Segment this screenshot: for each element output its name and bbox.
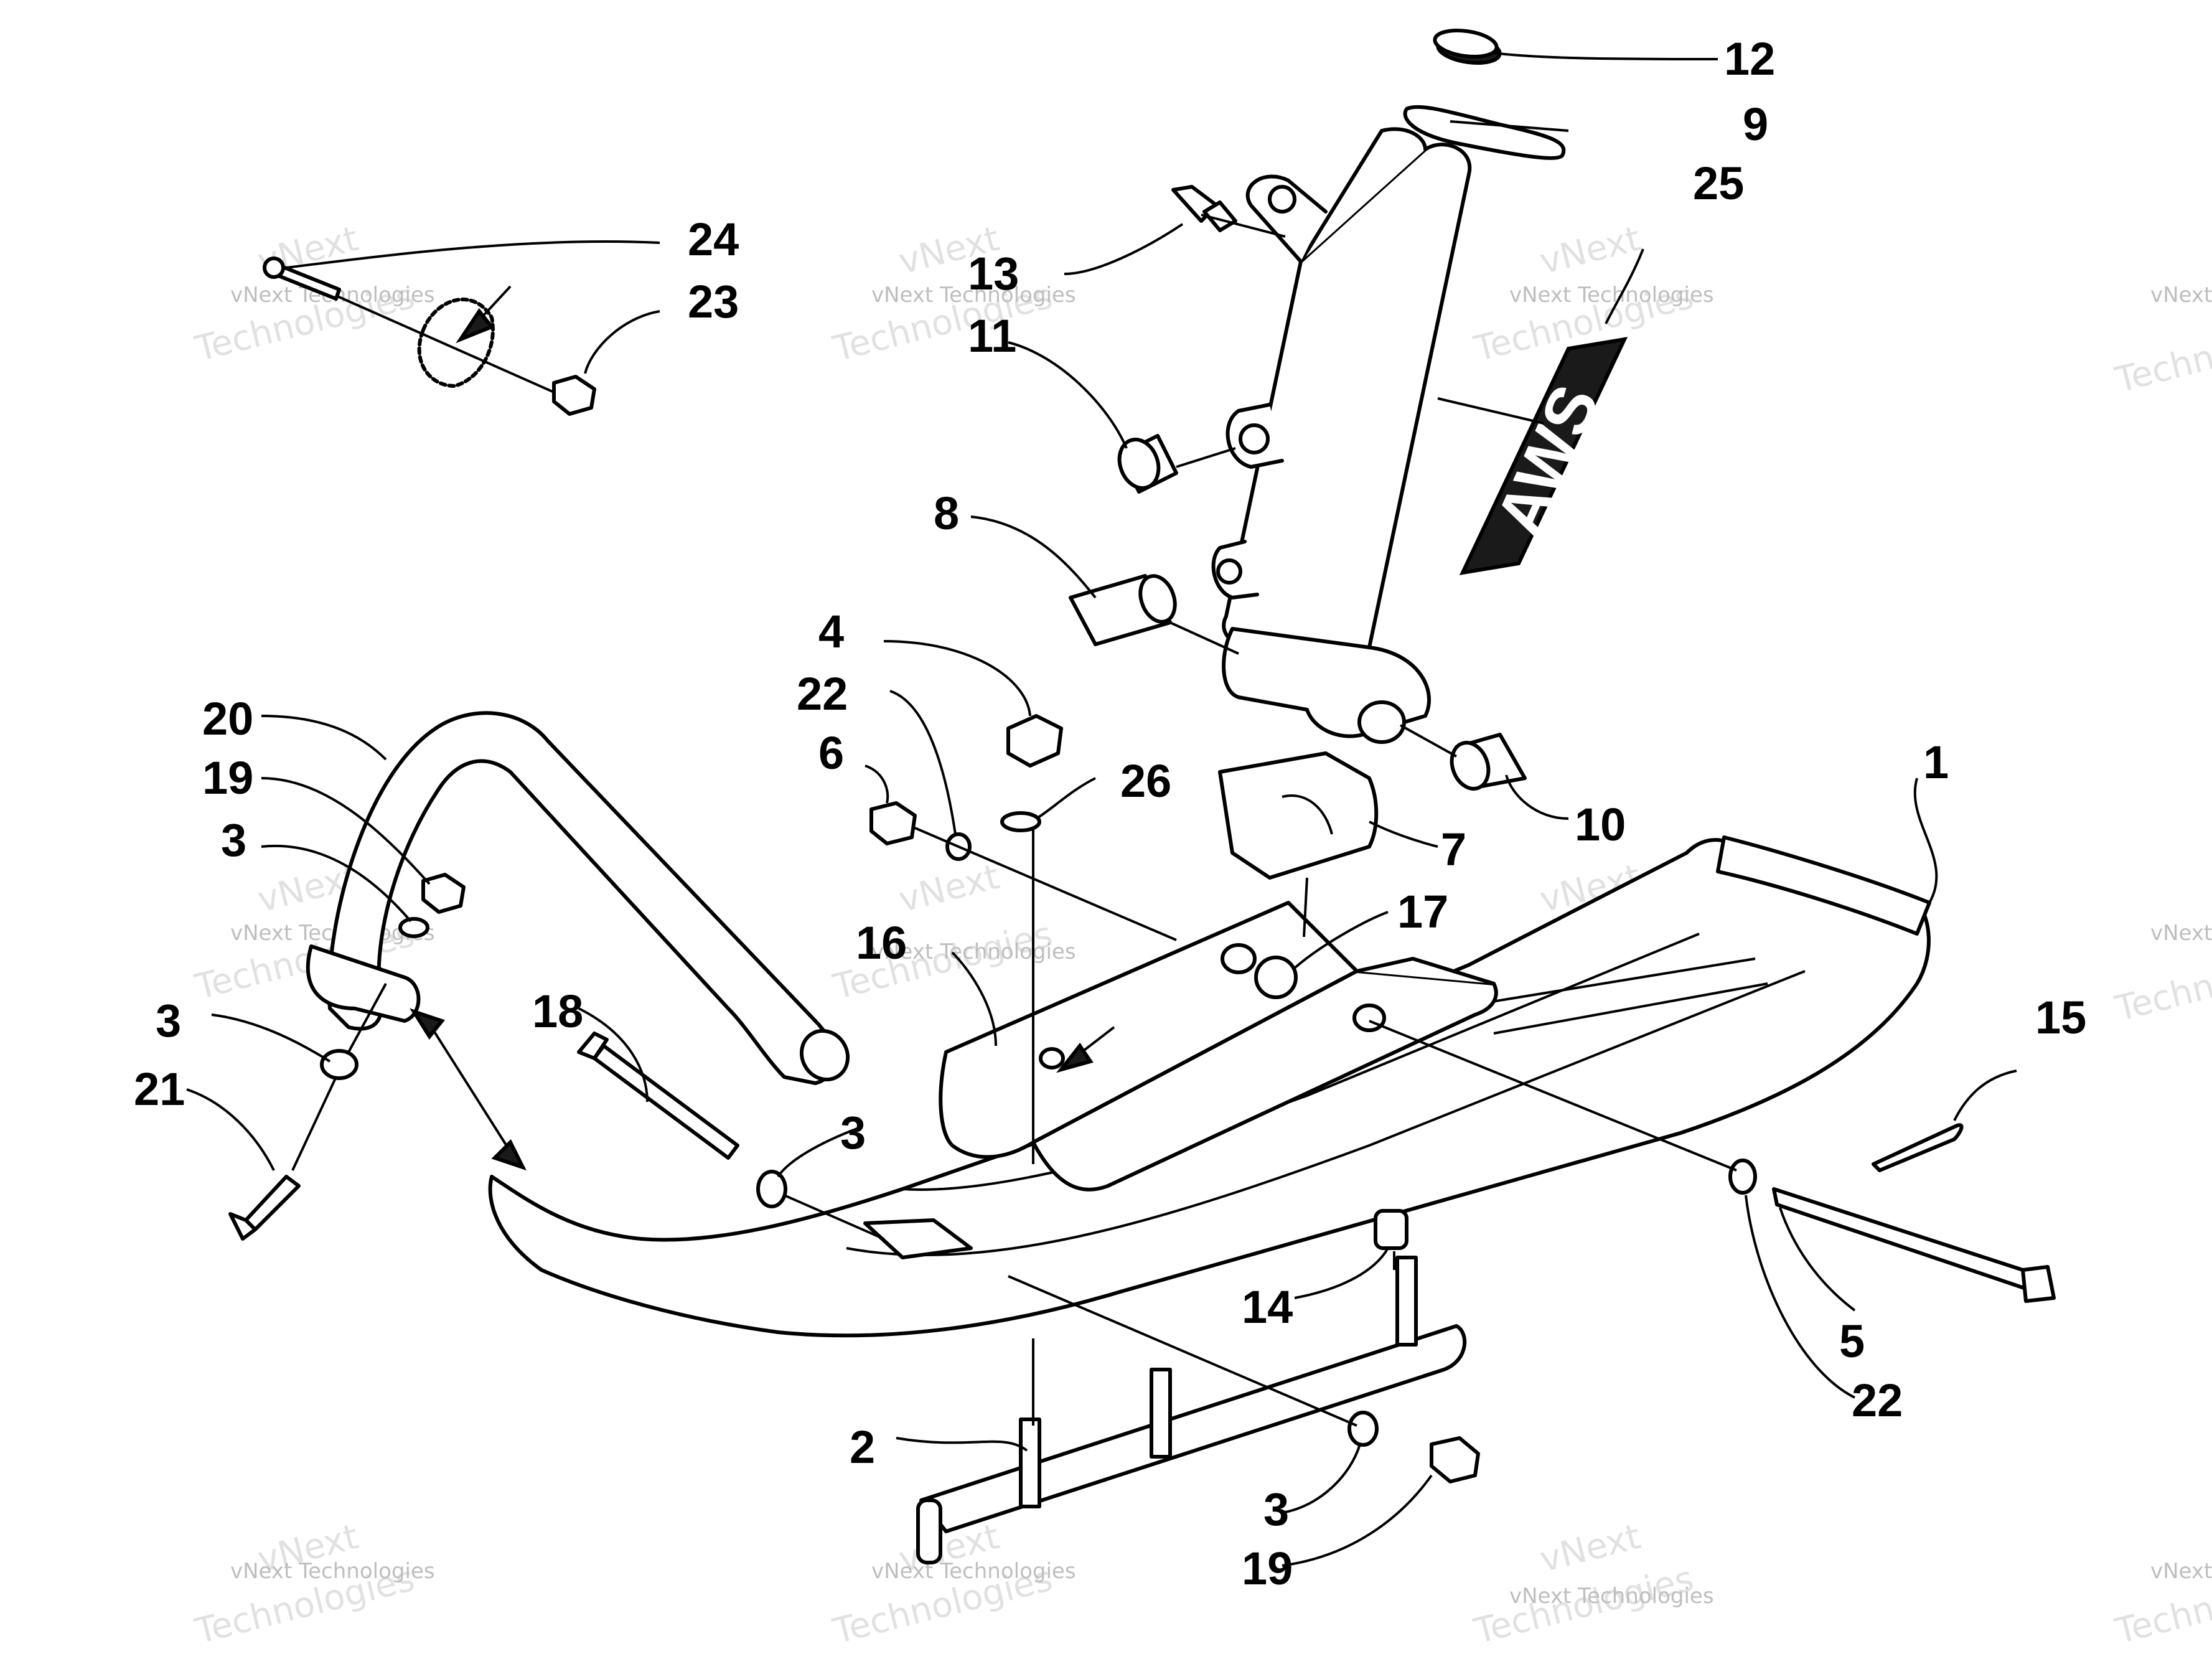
svg-text:Technologies: Technologies (1470, 1558, 1698, 1652)
rubber-block (1218, 751, 1379, 880)
svg-text:vNext Technologies: vNext Technologies (2150, 1559, 2212, 1584)
watermark: vNext Technologies Technologies (2111, 921, 2212, 1030)
leader-lines (186, 52, 2017, 1567)
bolt-21 (228, 1175, 301, 1241)
callout-18: 18 (532, 985, 583, 1037)
callout-8: 8 (934, 487, 959, 539)
callouts: 1 2 3 3 3 3 4 5 6 7 8 9 10 11 12 13 14 1… (134, 33, 2086, 1594)
nut-4 (1006, 714, 1063, 768)
washer-22-right (1728, 1159, 1757, 1195)
callout-20: 20 (202, 693, 253, 745)
svg-text:Technologies: Technologies (2111, 936, 2212, 1029)
washer-3-left (320, 1049, 359, 1080)
callout-6: 6 (818, 727, 844, 779)
callout-15: 15 (2035, 992, 2086, 1043)
watermark: vNext vNext Technologies Technologies (829, 1516, 1076, 1652)
svg-text:vNext Technologies: vNext Technologies (1509, 1584, 1714, 1609)
callout-3: 3 (156, 995, 181, 1046)
spindle (1211, 127, 1472, 744)
nut-14 (1374, 1209, 1408, 1250)
svg-text:vNext Technologies: vNext Technologies (230, 1559, 435, 1584)
nut-19-bottom (1430, 1436, 1480, 1483)
svg-text:vNext: vNext (1536, 219, 1644, 283)
callout-22: 22 (1852, 1375, 1903, 1426)
callout-3: 3 (840, 1107, 866, 1159)
callout-3: 3 (221, 814, 246, 866)
callout-9: 9 (1743, 98, 1768, 150)
watermark: vNext vNext Technologies Technologies (191, 1516, 435, 1652)
ski-loop (327, 711, 850, 1085)
bushing-10 (1450, 733, 1527, 791)
callout-13: 13 (968, 248, 1019, 299)
watermark: vNext vNext Technologies Technologies (1470, 1516, 1714, 1652)
callout-12: 12 (1724, 33, 1775, 85)
svg-text:vNext Technologies: vNext Technologies (2150, 921, 2212, 946)
callout-14: 14 (1242, 1281, 1293, 1333)
svg-text:vNext Technologies: vNext Technologies (2150, 283, 2212, 308)
callout-26: 26 (1120, 755, 1171, 807)
watermarks: vNext vNext Technologies Technologies vN… (191, 219, 2212, 1652)
callout-19: 19 (1242, 1543, 1293, 1594)
bolt-5 (1772, 1187, 2056, 1303)
callout-1: 1 (1923, 736, 1949, 788)
washer-3-bottom (1347, 1411, 1379, 1447)
callout-19: 19 (202, 752, 253, 804)
svg-text:vNext Technologies: vNext Technologies (1509, 283, 1714, 308)
nut-6 (869, 801, 917, 845)
cotter-pin (1872, 1123, 1964, 1172)
bolt-24 (263, 256, 341, 301)
callout-4: 4 (818, 606, 844, 657)
svg-text:vNext Technologies: vNext Technologies (871, 1559, 1076, 1584)
washer-3-mid (756, 1170, 787, 1208)
bushing-8 (1069, 574, 1177, 646)
svg-text:Technologies: Technologies (2111, 307, 2212, 400)
callout-2: 2 (850, 1421, 875, 1473)
watermark: vNext Technologies Technologies (2111, 1558, 2212, 1652)
callout-7: 7 (1441, 824, 1466, 875)
washers (320, 811, 1757, 1447)
spindle-top-cap (1403, 29, 1566, 160)
bushing-11 (1117, 434, 1178, 494)
callout-22: 22 (797, 668, 848, 720)
callout-11: 11 (968, 310, 1016, 362)
svg-text:vNext Technologies: vNext Technologies (871, 939, 1076, 964)
svg-text:vNext: vNext (895, 857, 1003, 921)
pointer-arrows (456, 285, 1115, 1073)
double-arrow (410, 1008, 527, 1171)
nut-19-top (421, 873, 466, 914)
washer-26 (1000, 811, 1041, 832)
callout-3: 3 (1263, 1483, 1289, 1535)
callout-23: 23 (688, 276, 739, 327)
wear-bar (916, 1256, 1466, 1564)
svg-text:vNext Technologies: vNext Technologies (871, 283, 1076, 308)
watermark: vNext Technologies Technologies (2111, 283, 2212, 401)
grease-fitting (1171, 185, 1237, 232)
callout-5: 5 (1839, 1315, 1865, 1367)
callout-25: 25 (1693, 157, 1744, 209)
watermark: vNext vNext Technologies Technologies (829, 219, 1076, 370)
nut-23 (552, 375, 596, 416)
assembly-lines (291, 214, 1737, 1427)
svg-text:vNext: vNext (1536, 1516, 1644, 1581)
callout-24: 24 (688, 214, 739, 265)
callout-21: 21 (134, 1063, 185, 1115)
loop-end-bracket (306, 944, 421, 1023)
callout-16: 16 (856, 917, 907, 969)
bolt-18 (577, 1032, 739, 1160)
callout-17: 17 (1397, 886, 1448, 938)
callout-10: 10 (1575, 799, 1626, 850)
watermark: vNext vNext Technologies Technologies (191, 219, 435, 370)
washer-17 (1254, 956, 1298, 999)
washer-3-loop (398, 917, 429, 938)
